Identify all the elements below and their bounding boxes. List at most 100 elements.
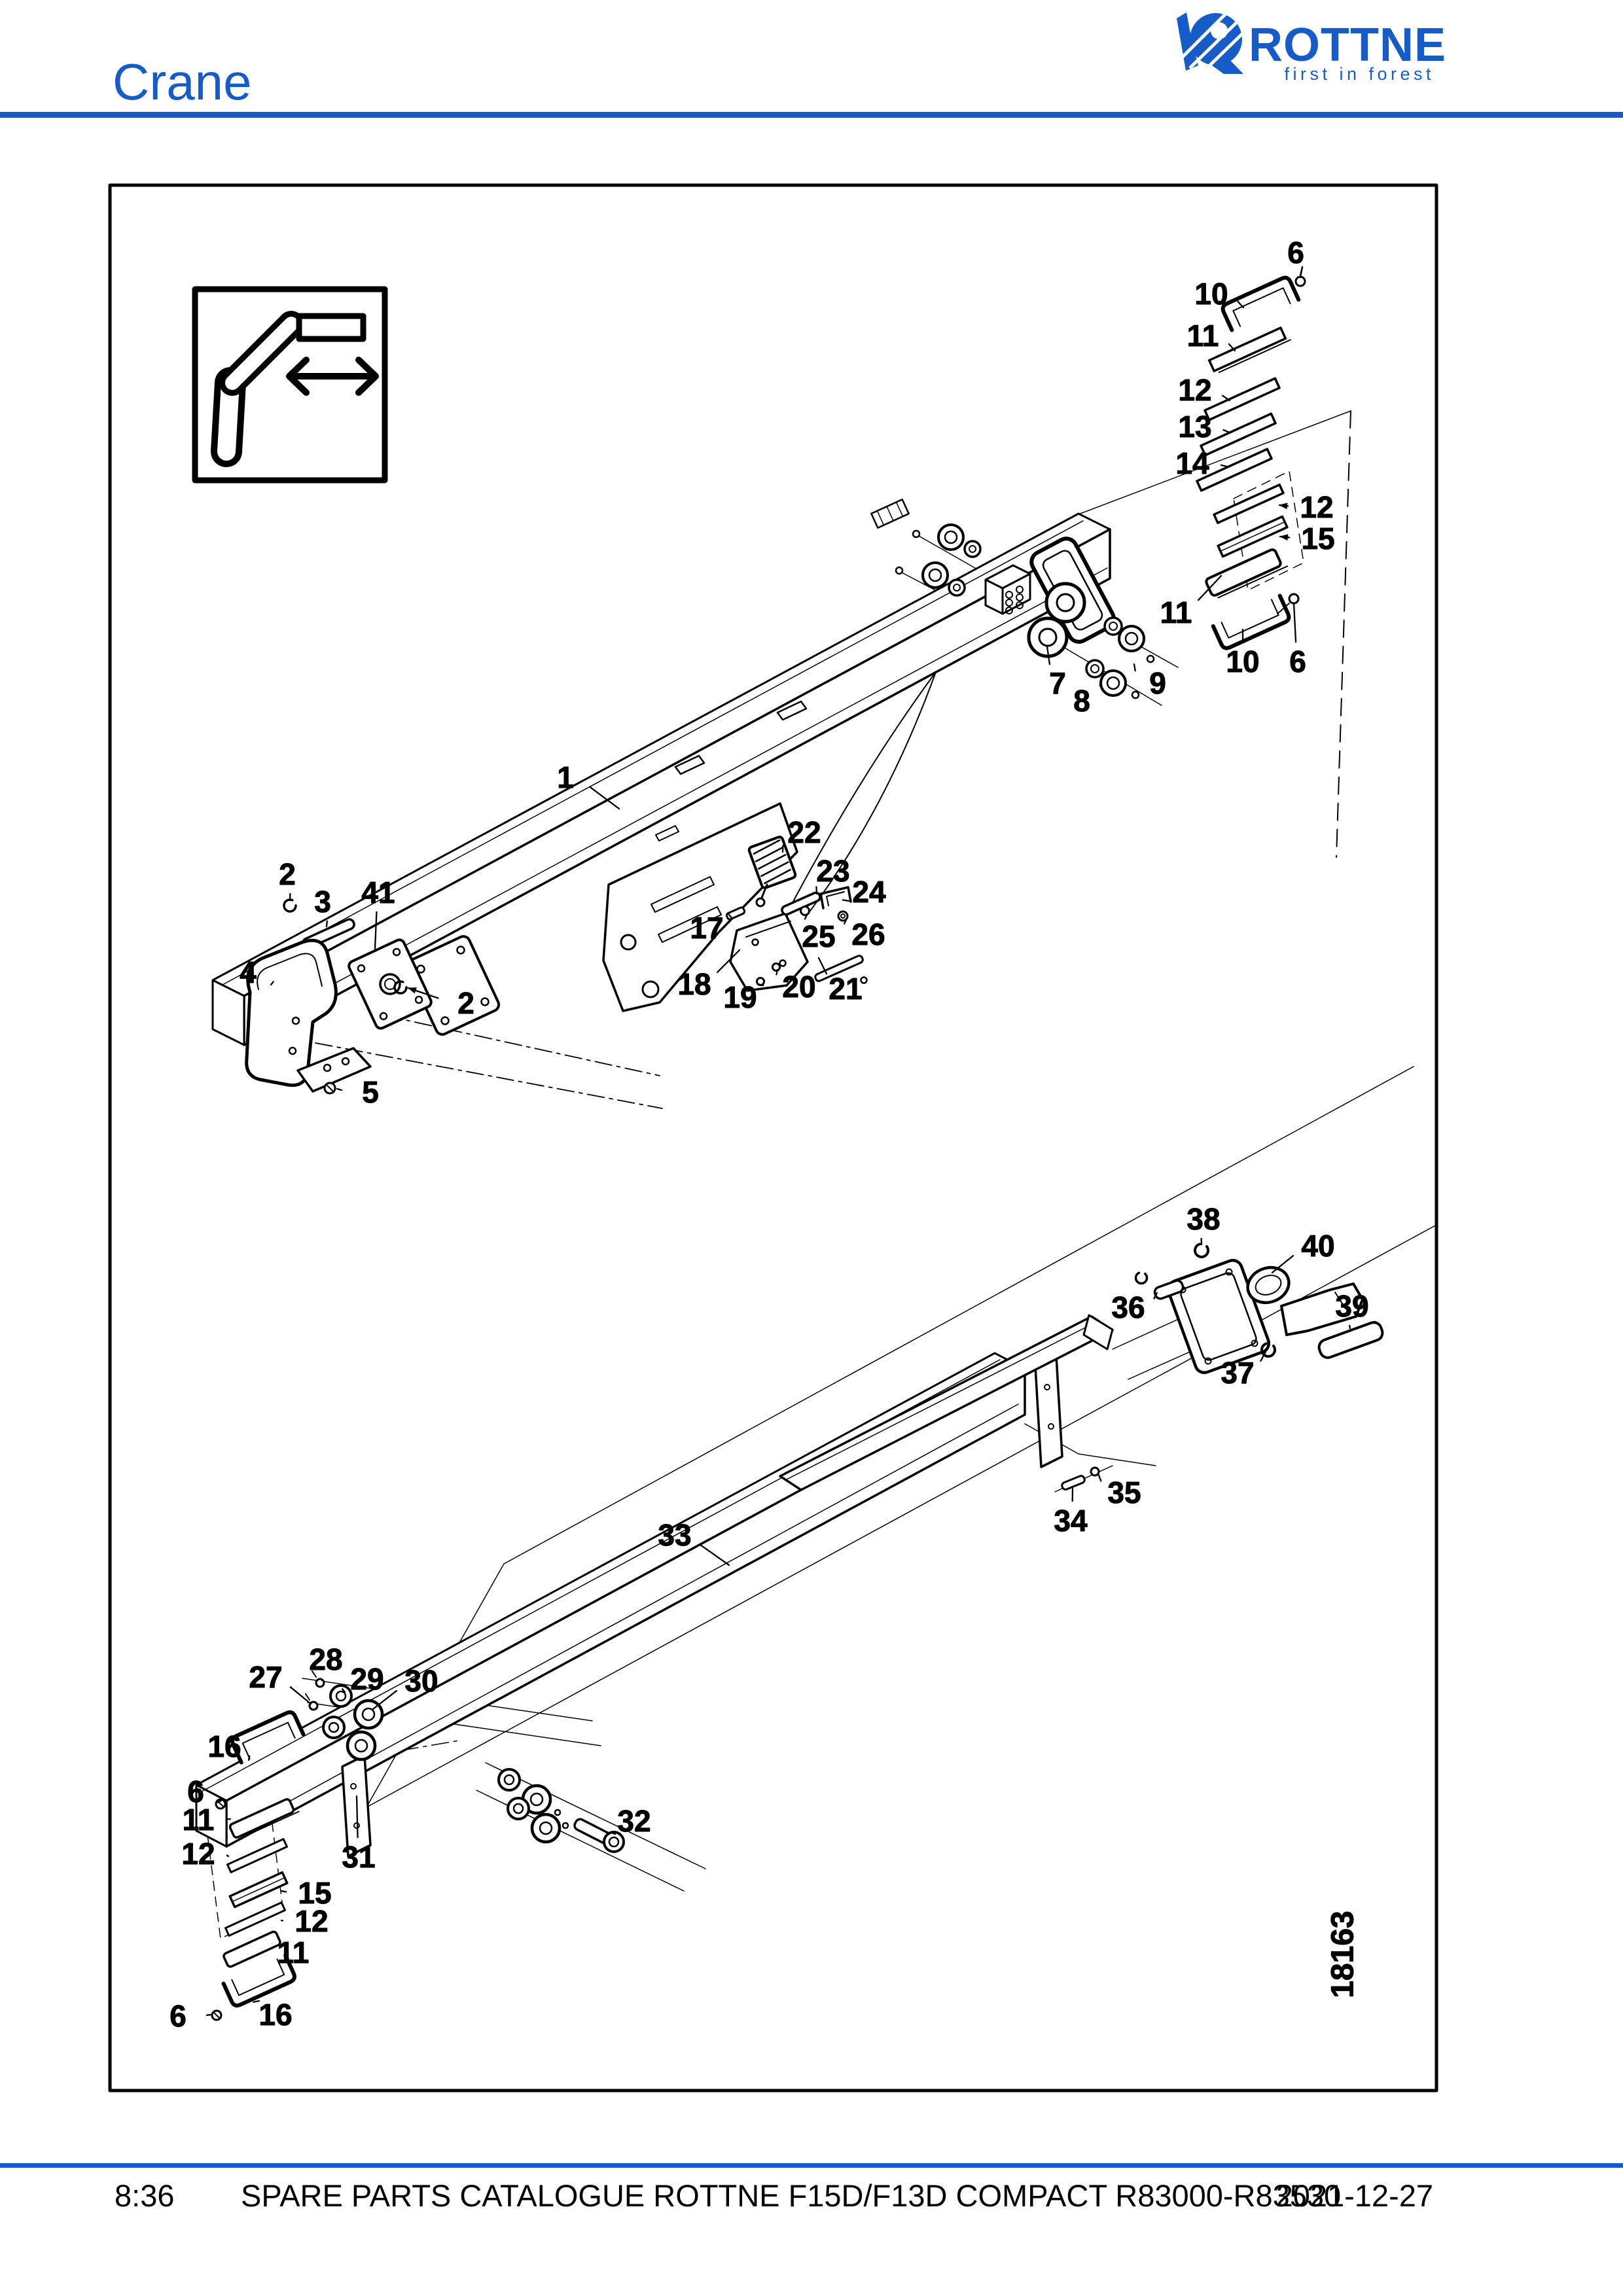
- footer-title: SPARE PARTS CATALOGUE ROTTNE F15D/F13D C…: [241, 2178, 1341, 2213]
- callout-label-12: 12: [1178, 373, 1211, 407]
- callout-leader-29: [341, 1688, 346, 1693]
- callout-label-12: 12: [181, 1837, 215, 1871]
- callout-label-38: 38: [1186, 1202, 1220, 1236]
- extension-boom-assembly: [195, 1243, 1384, 2021]
- ribbed-block-22: [747, 836, 797, 889]
- diagram-frame: [108, 183, 1438, 2093]
- callout-label-6: 6: [169, 1999, 187, 2033]
- callout-label-9: 9: [1149, 666, 1166, 700]
- callout-leader-28: [319, 1678, 323, 1682]
- link-32-group: [497, 1768, 625, 1853]
- callout-label-23: 23: [816, 854, 849, 888]
- callout-label-16: 16: [207, 1729, 241, 1763]
- root-rollers: [305, 1670, 384, 1761]
- callout-label-29: 29: [350, 1662, 383, 1696]
- callout-leader-24: [842, 899, 850, 902]
- callout-leader-12: [1221, 395, 1231, 402]
- callout-leader-1: [589, 786, 620, 810]
- footer-time: 8:36: [115, 2178, 174, 2213]
- brand-tagline: first in forest: [1284, 64, 1435, 84]
- pad-clamp-10: [1211, 593, 1291, 650]
- callout-label-5: 5: [362, 1075, 379, 1109]
- callout-label-21: 21: [829, 972, 862, 1006]
- callout-label-2: 2: [279, 857, 296, 891]
- callout-leader-6: [1299, 271, 1302, 279]
- callout-leader-41: [374, 911, 378, 950]
- callout-leader-30: [372, 1689, 398, 1710]
- exploded-diagram: 18163 6101112131412151110678912341425222…: [108, 183, 1438, 2093]
- rear-bracket-group: [1134, 1243, 1384, 1375]
- callout-leader-6: [1293, 602, 1297, 643]
- callout-label-40: 40: [1301, 1229, 1334, 1263]
- callout-leader-26: [843, 919, 847, 925]
- callout-label-22: 22: [787, 815, 821, 849]
- callout-label-4: 4: [240, 955, 257, 989]
- wear-bar-33: [779, 1314, 1114, 1491]
- callout-leader-33: [699, 1544, 730, 1566]
- callout-leader-7: [1046, 645, 1051, 665]
- callout-label-6: 6: [1289, 645, 1306, 679]
- callout-leader-17: [728, 913, 733, 919]
- callout-leader-10: [1237, 300, 1245, 309]
- callout-leader-2: [407, 987, 439, 999]
- damper-bracket-4: [245, 938, 372, 1093]
- callout-label-12: 12: [294, 1904, 328, 1938]
- header-rule: [0, 112, 1623, 118]
- screw-6: [1288, 593, 1300, 605]
- callout-leader-35: [1097, 1472, 1102, 1482]
- callout-label-30: 30: [404, 1664, 438, 1698]
- boom-rollers: [895, 523, 1155, 699]
- callout-label-35: 35: [1107, 1475, 1141, 1510]
- valve-block: [984, 564, 1031, 615]
- page-title: Crane: [113, 53, 251, 111]
- callout-label-19: 19: [723, 980, 757, 1014]
- callout-leader-13: [1222, 429, 1231, 434]
- boom-tip-parts: [245, 898, 501, 1095]
- page-header: Crane ROTTNE first in forest: [0, 9, 1623, 118]
- pad-clamp-10: [1221, 275, 1301, 332]
- clamp-24: [819, 886, 852, 910]
- callout-leader-9: [1133, 663, 1136, 672]
- callout-leader-15: [280, 1890, 287, 1893]
- callout-label-11: 11: [183, 1803, 215, 1837]
- callout-label-32: 32: [617, 1804, 651, 1838]
- brand-wordmark: ROTTNE: [1249, 19, 1446, 71]
- callout-label-25: 25: [802, 919, 835, 953]
- callout-leader-4: [270, 981, 274, 986]
- callout-leader-11: [1198, 574, 1222, 601]
- callout-leader-27: [289, 1686, 312, 1705]
- main-boom-assembly: [211, 499, 1179, 1046]
- callout-label-12: 12: [1300, 490, 1333, 524]
- callout-label-10: 10: [1194, 277, 1228, 311]
- callout-label-1: 1: [557, 760, 574, 794]
- callout-label-16: 16: [259, 1998, 292, 2032]
- callout-label-7: 7: [1049, 666, 1066, 700]
- callout-label-15: 15: [298, 1876, 331, 1910]
- callout-label-10: 10: [1226, 645, 1259, 679]
- callout-label-39: 39: [1335, 1289, 1368, 1323]
- callout-leader-14: [1220, 464, 1228, 468]
- callout-leader-32: [609, 1831, 616, 1835]
- callout-label-33: 33: [658, 1518, 691, 1552]
- callout-leader-16: [253, 2000, 260, 2003]
- callout-label-20: 20: [782, 970, 815, 1004]
- callout-label-26: 26: [851, 917, 885, 951]
- callout-leader-39: [1348, 1324, 1351, 1330]
- callout-label-2: 2: [457, 986, 474, 1020]
- callout-label-15: 15: [1301, 521, 1334, 556]
- callout-label-6: 6: [187, 1775, 204, 1809]
- extension-pad-stack: [211, 1710, 306, 2021]
- callout-label-34: 34: [1054, 1504, 1088, 1538]
- boom-gusset-plate: [602, 802, 798, 1012]
- callout-label-11: 11: [277, 1935, 310, 1969]
- callout-label-14: 14: [1175, 446, 1209, 480]
- crane-boom-extension-icon: [192, 286, 388, 484]
- wear-pad-stack-top: [1196, 266, 1306, 492]
- callout-label-3: 3: [314, 885, 331, 919]
- page-footer: 8:36 SPARE PARTS CATALOGUE ROTTNE F15D/F…: [0, 2163, 1623, 2213]
- figure-number: 18163: [1326, 1911, 1361, 1998]
- callout-leader-19: [757, 983, 764, 987]
- callout-leader-31: [355, 1795, 359, 1839]
